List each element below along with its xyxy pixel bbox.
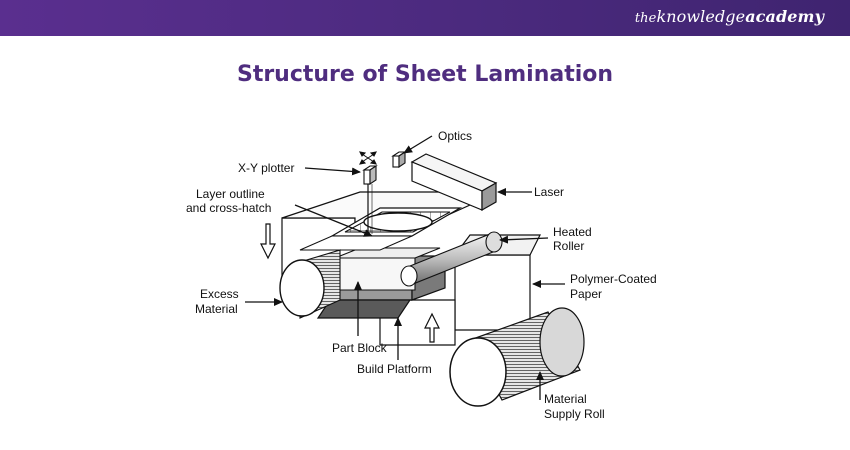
label-material-left: Material [195, 302, 238, 316]
label-part-block: Part Block [332, 341, 388, 355]
brand-logo: theknowledgeacademy [634, 7, 824, 26]
label-roller: Roller [553, 239, 584, 253]
excess-material-roll [279, 249, 341, 319]
label-paper: Paper [570, 287, 602, 301]
label-xy-plotter: X-Y plotter [238, 161, 294, 175]
label-build-platform: Build Platform [357, 362, 432, 376]
leader-arrows [245, 135, 565, 400]
page-title: Structure of Sheet Lamination [236, 62, 614, 87]
label-laser: Laser [534, 185, 564, 199]
optics [391, 150, 407, 169]
paper-sheet [299, 207, 463, 251]
label-heated: Heated [553, 225, 592, 239]
laser [410, 153, 498, 212]
xy-plotter [359, 151, 378, 234]
label-layer-outline: Layer outline [196, 187, 265, 201]
label-polymer-coated: Polymer-Coated [570, 272, 657, 286]
layer-outline [363, 212, 433, 232]
label-optics: Optics [438, 129, 472, 143]
material-supply-roll [449, 307, 585, 407]
motion-arrows [260, 223, 440, 343]
label-excess: Excess [200, 287, 239, 301]
label-cross-hatch: and cross-hatch [186, 201, 271, 215]
header-bar: theknowledgeacademy [0, 0, 850, 36]
label-supply-roll: Supply Roll [544, 407, 605, 421]
heated-roller [400, 231, 503, 287]
label-material-right: Material [544, 392, 587, 406]
